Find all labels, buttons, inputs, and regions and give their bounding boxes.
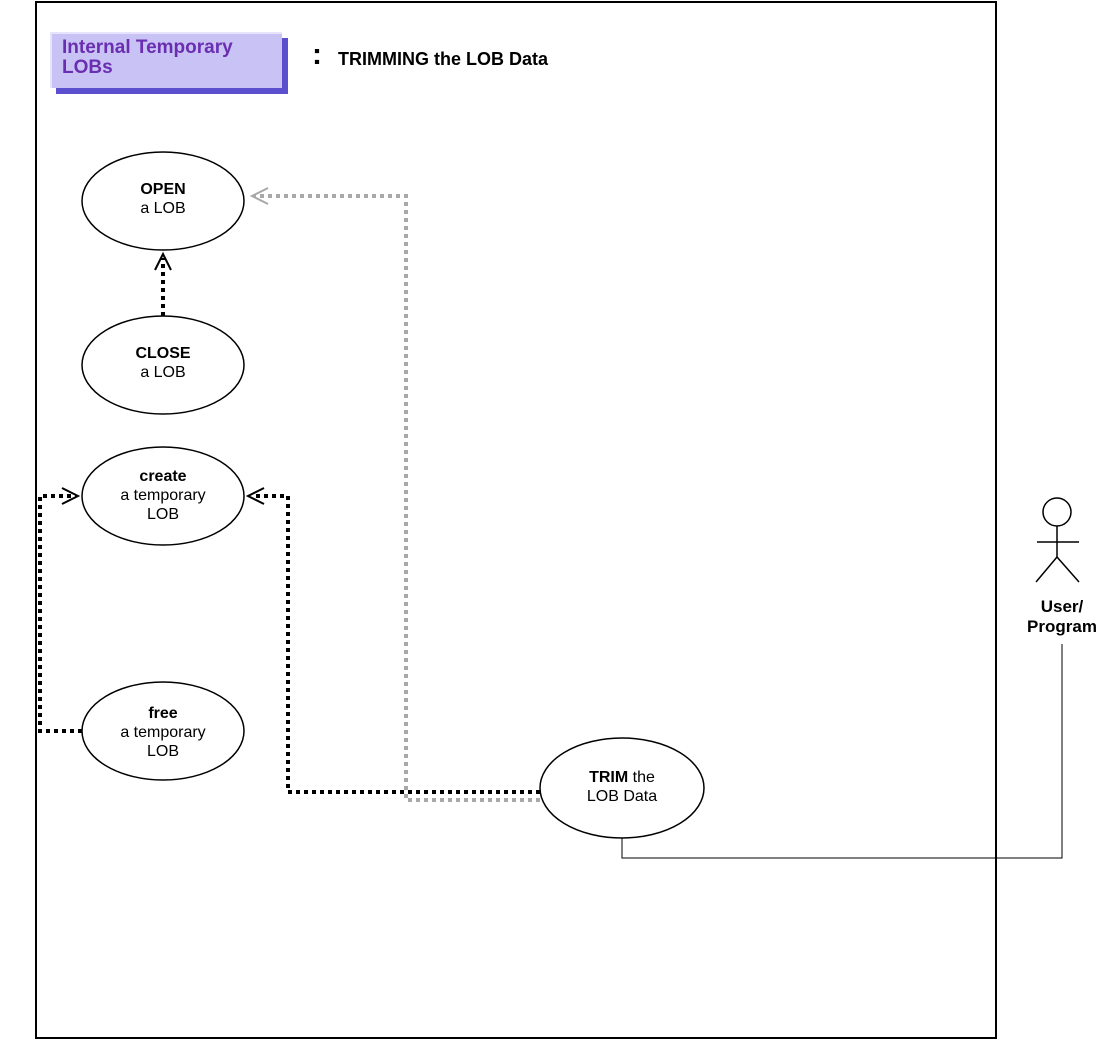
diagram-title: TRIMMING the LOB Data bbox=[338, 49, 548, 69]
stick-figure-icon bbox=[1035, 497, 1080, 583]
use-case-trim-bold: TRIM bbox=[589, 769, 629, 786]
use-case-trim-inline: the bbox=[632, 769, 655, 786]
use-case-open-ellipse[interactable] bbox=[81, 151, 245, 251]
use-case-create-label: create a temporary LOB bbox=[108, 467, 218, 524]
use-case-close-rest: a LOB bbox=[140, 364, 186, 381]
use-case-open-label: OPEN a LOB bbox=[103, 180, 223, 218]
dependency-trim-create bbox=[252, 494, 540, 794]
use-case-create-rest: a temporary LOB bbox=[120, 487, 206, 523]
section-tag-label: Internal Temporary LOBs bbox=[62, 37, 233, 78]
use-case-free-rest: a temporary LOB bbox=[120, 724, 206, 760]
actor-association-line bbox=[621, 644, 1063, 859]
use-case-create-ellipse[interactable] bbox=[81, 446, 245, 546]
section-tag-face bbox=[50, 32, 282, 88]
title-separator: : bbox=[312, 38, 322, 71]
use-case-trim-rest: LOB Data bbox=[586, 788, 658, 805]
use-case-open-rest: a LOB bbox=[140, 200, 186, 217]
arrowhead-create-left-icon bbox=[61, 487, 81, 505]
dependency-free-create bbox=[38, 494, 82, 733]
arrowhead-open-right-icon bbox=[249, 187, 269, 205]
use-case-create-bold: create bbox=[139, 468, 187, 485]
use-case-trim-label: TRIM the LOB Data bbox=[562, 768, 682, 806]
use-case-close-bold: CLOSE bbox=[135, 345, 191, 362]
use-case-free-label: free a temporary LOB bbox=[108, 704, 218, 761]
dependency-trim-open bbox=[254, 194, 540, 802]
system-boundary bbox=[35, 1, 997, 1039]
arrowhead-open-icon bbox=[154, 251, 172, 271]
use-case-free-bold: free bbox=[148, 705, 178, 722]
use-case-close-label: CLOSE a LOB bbox=[103, 344, 223, 382]
arrowhead-create-right-icon bbox=[245, 487, 265, 505]
use-case-open-bold: OPEN bbox=[140, 181, 186, 198]
section-tag: Internal Temporary LOBs bbox=[50, 32, 288, 94]
actor-label: User/ Program bbox=[1027, 597, 1097, 636]
